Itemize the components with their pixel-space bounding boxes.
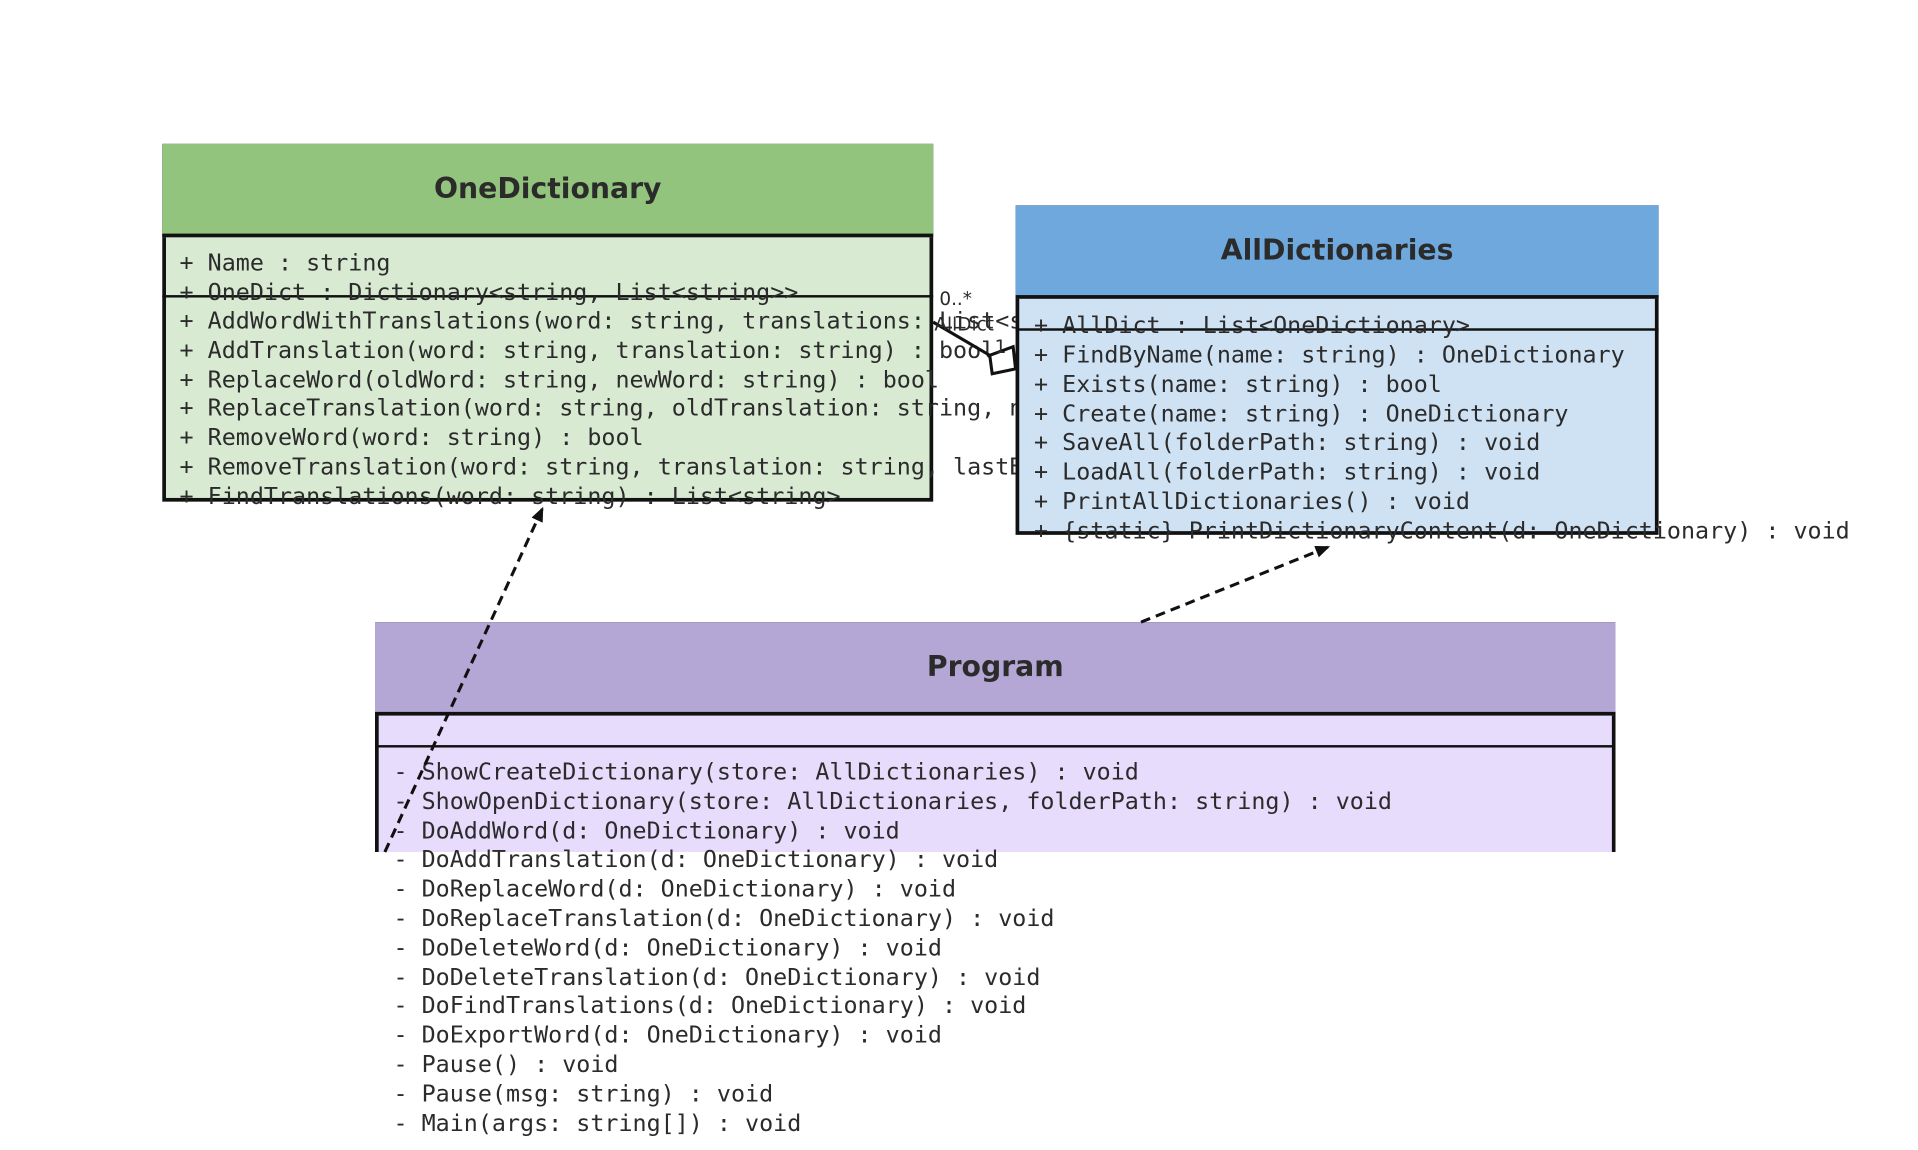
- class-method: + AddTranslation(word: string, translati…: [179, 336, 996, 364]
- class-method: - DoAddTranslation(d: OneDictionary) : v…: [393, 846, 999, 874]
- class-method: + FindByName(name: string) : OneDictiona…: [1034, 341, 1625, 369]
- method-list: + FindByName(name: string) : OneDictiona…: [1034, 342, 1850, 547]
- class-method: - Pause(msg: string) : void: [393, 1080, 774, 1108]
- class-all-dictionaries[interactable]: AllDictionaries: [1015, 205, 1659, 535]
- class-method: - Pause() : void: [393, 1051, 619, 1079]
- multiplicity-label-end: 1: [994, 335, 1007, 358]
- dependency-arrow-one-dictionary: [383, 506, 544, 853]
- class-method: - DoReplaceWord(d: OneDictionary) : void: [393, 875, 957, 903]
- class-method: - DoExportWord(d: OneDictionary) : void: [393, 1021, 942, 1049]
- aggregation-diamond: [988, 344, 1018, 376]
- class-method: - ShowCreateDictionary(store: AllDiction…: [393, 758, 1139, 786]
- compartment-divider: [1015, 328, 1659, 331]
- class-program[interactable]: Program: [374, 622, 1616, 853]
- compartment-divider: [162, 295, 934, 298]
- class-header: OneDictionary: [162, 143, 934, 238]
- class-method: + {static} PrintDictionaryContent(d: One…: [1034, 517, 1850, 545]
- class-one-dictionary[interactable]: OneDictionary: [162, 143, 934, 502]
- attribute-list: + AllDict : List<OneDictionary>: [1034, 312, 1470, 341]
- class-method: - DoDeleteWord(d: OneDictionary) : void: [393, 934, 942, 962]
- attribute-list: + Name : string+ OneDict : Dictionary<st…: [180, 250, 799, 309]
- class-method: + RemoveWord(word: string) : bool: [179, 424, 644, 452]
- class-attribute: + Name : string: [179, 249, 391, 277]
- class-method: + LoadAll(folderPath: string) : void: [1034, 458, 1541, 486]
- class-method: + SaveAll(folderPath: string) : void: [1034, 429, 1541, 457]
- class-method: + ReplaceWord(oldWord: string, newWord: …: [179, 365, 939, 393]
- class-method: - DoReplaceTranslation(d: OneDictionary)…: [393, 904, 1055, 932]
- class-header: AllDictionaries: [1015, 205, 1659, 299]
- class-method: - ShowOpenDictionary(store: AllDictionar…: [393, 787, 1393, 815]
- class-method: + Create(name: string) : OneDictionary: [1034, 400, 1569, 428]
- class-name: AllDictionaries: [1220, 234, 1454, 267]
- class-method: + FindTranslations(word: string) : List<…: [179, 482, 841, 510]
- dependency-arrow-all-dictionaries: [1140, 545, 1331, 624]
- class-method: - DoDeleteTranslation(d: OneDictionary) …: [393, 963, 1041, 991]
- class-header: Program: [374, 622, 1616, 716]
- class-method: - Main(args: string[]) : void: [393, 1109, 802, 1137]
- method-list: - ShowCreateDictionary(store: AllDiction…: [393, 759, 1392, 1139]
- compartment-divider: [374, 745, 1616, 748]
- multiplicity-label: 0..*: [939, 287, 973, 310]
- class-method: - DoAddWord(d: OneDictionary) : void: [393, 817, 900, 845]
- class-attribute: + OneDict : Dictionary<string, List<stri…: [179, 278, 799, 306]
- class-attribute: + AllDict : List<OneDictionary>: [1034, 312, 1471, 340]
- class-method: + Exists(name: string) : bool: [1034, 371, 1442, 399]
- class-method: - DoFindTranslations(d: OneDictionary) :…: [393, 992, 1027, 1020]
- class-name: OneDictionary: [433, 172, 662, 205]
- class-name: Program: [926, 651, 1064, 683]
- aggregation-line: [932, 320, 991, 357]
- role-label: AllDict: [934, 313, 994, 336]
- class-method: + PrintAllDictionaries() : void: [1034, 488, 1471, 516]
